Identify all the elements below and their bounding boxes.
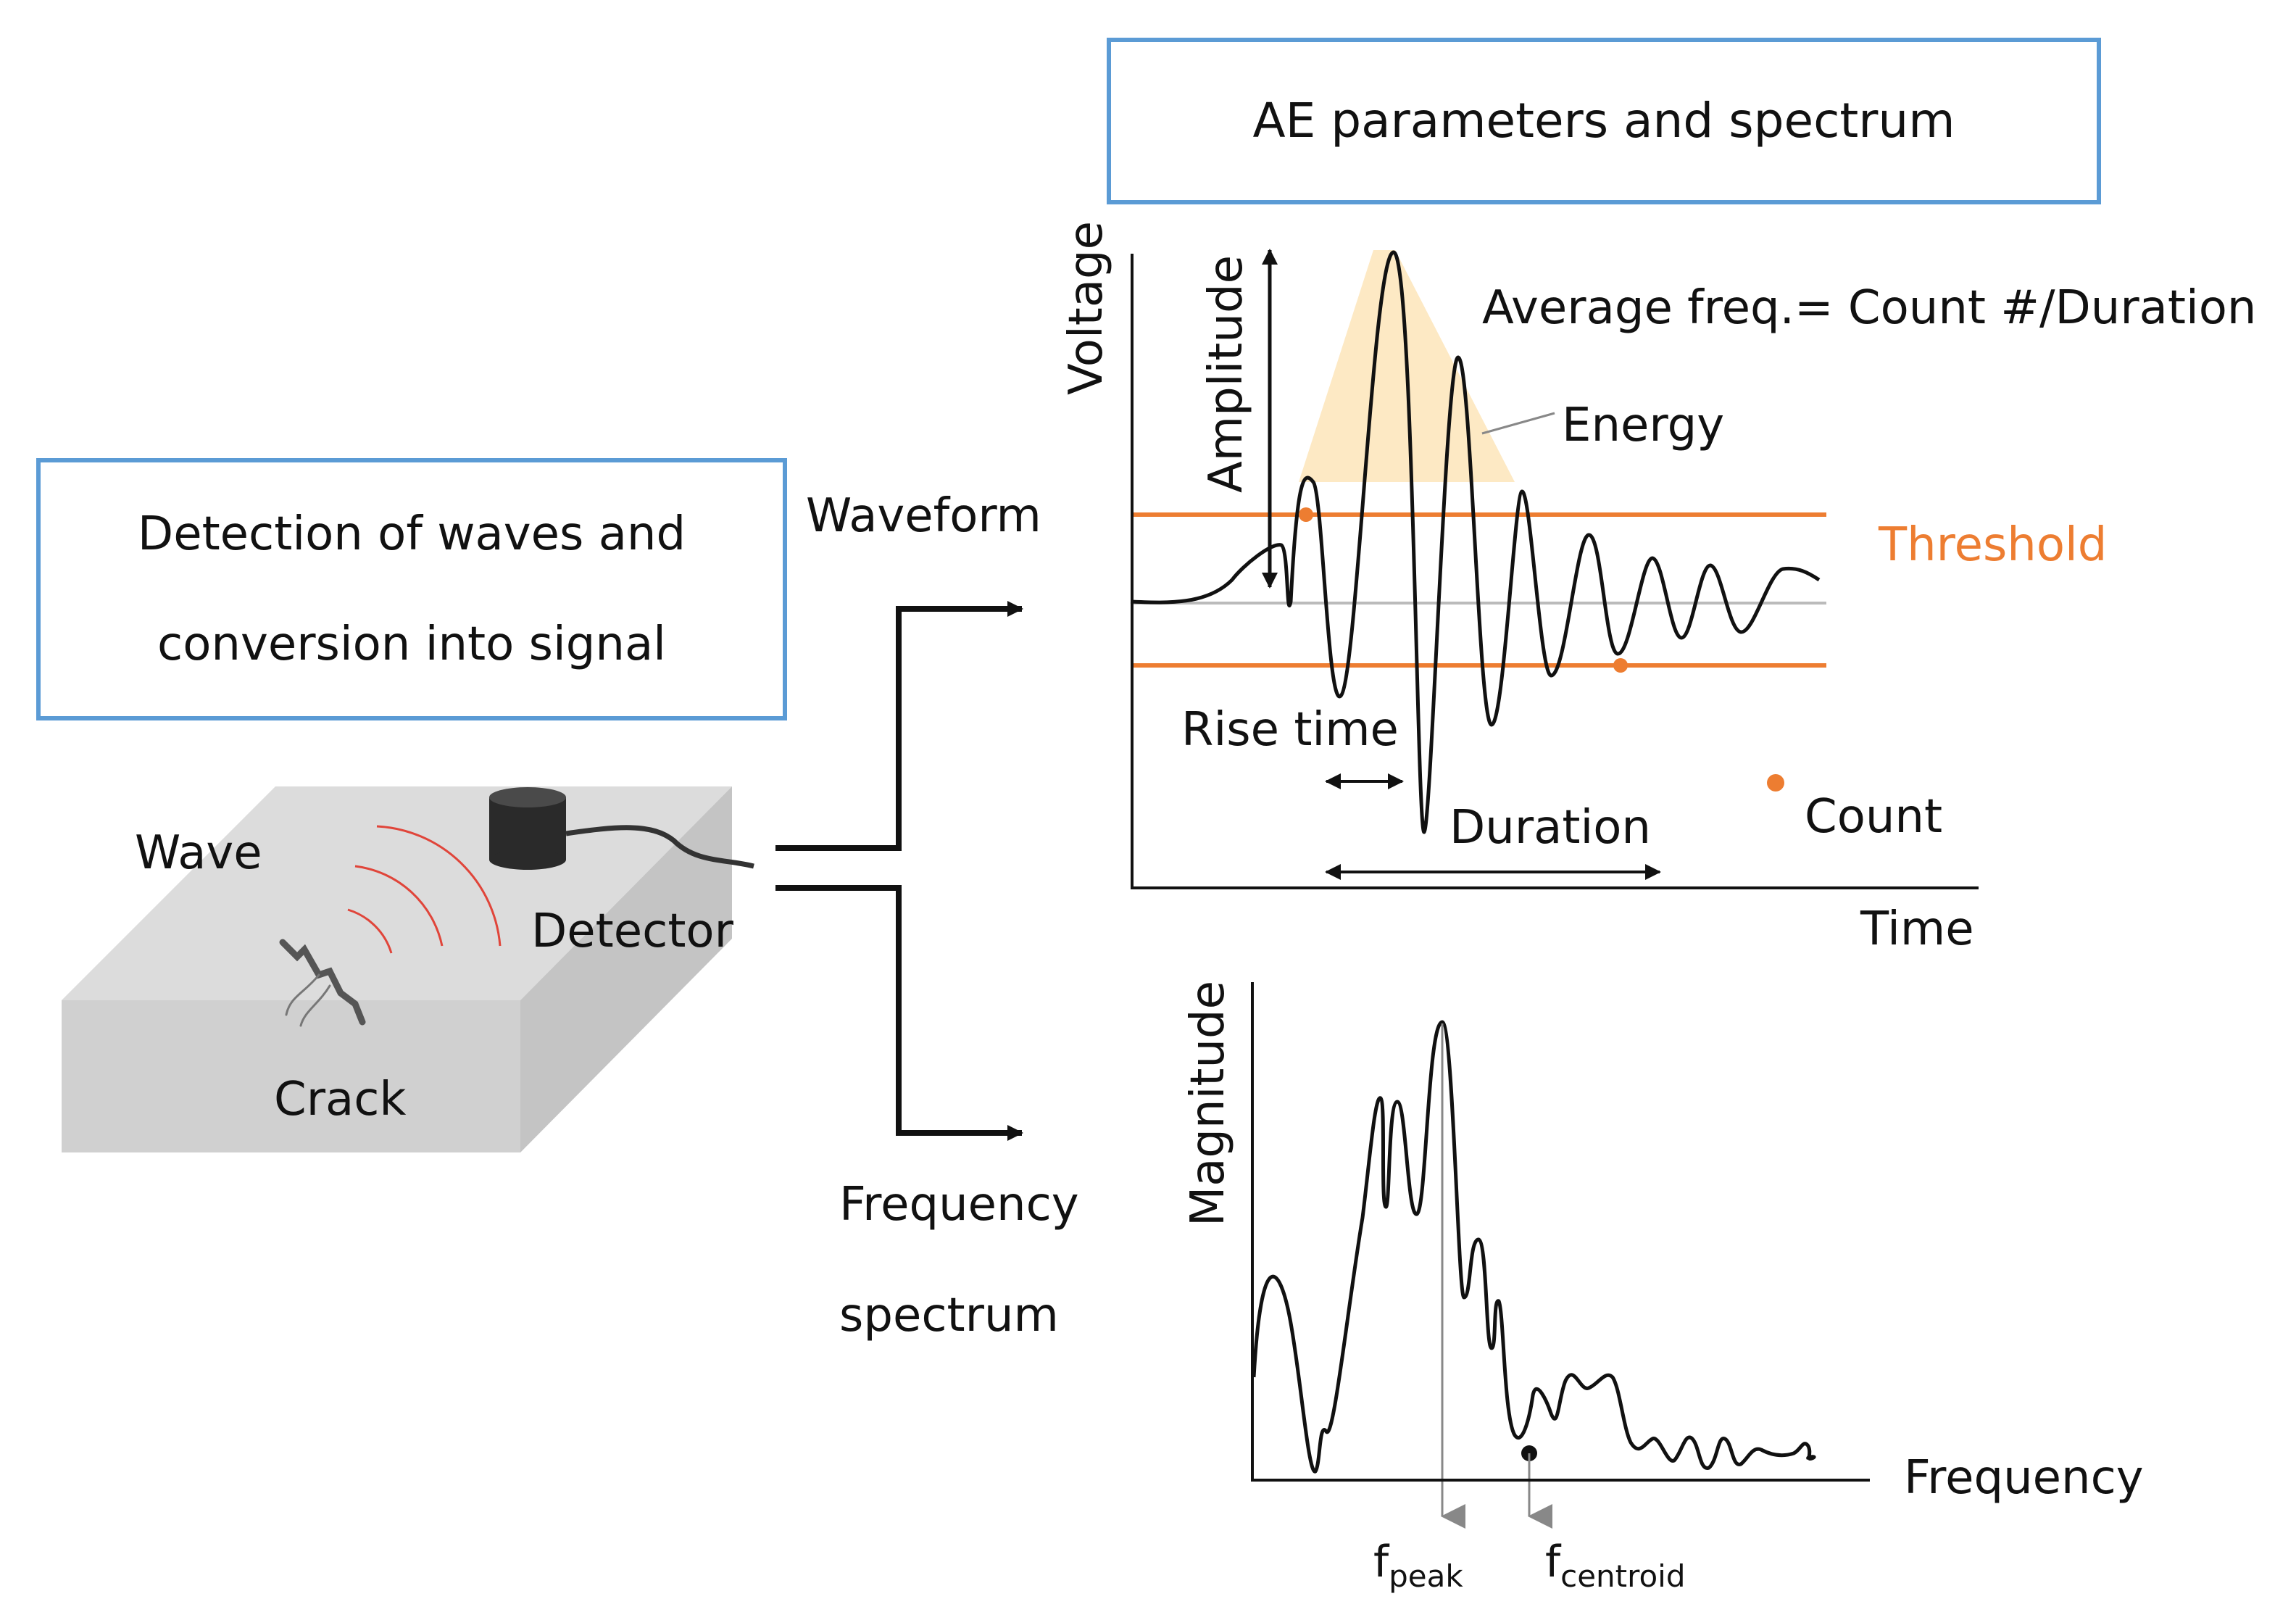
detector-sensor — [489, 787, 754, 870]
amplitude-label: Amplitude — [1199, 255, 1253, 493]
voltage-axis-label: Voltage — [1060, 220, 1113, 395]
ae-parameters-title: AE parameters and spectrum — [1252, 93, 1955, 149]
fpeak-main: f — [1373, 1537, 1389, 1587]
rise-time-label: Rise time — [1181, 703, 1399, 757]
waveform-axes — [1131, 254, 1979, 889]
last-crossing-dot — [1613, 658, 1628, 673]
detector-label: Detector — [531, 905, 733, 958]
fcentroid-main: f — [1545, 1537, 1561, 1587]
detection-box-line1: Detection of waves and — [137, 507, 686, 561]
wave-arcs — [347, 825, 502, 954]
fpeak-label: fpeak — [1373, 1540, 1463, 1592]
count-legend-dot — [1767, 774, 1784, 792]
crack-shape — [279, 939, 366, 1027]
count-label: Count — [1805, 790, 1943, 844]
branch-arrows — [775, 601, 1023, 1141]
energy-label: Energy — [1562, 399, 1725, 452]
detection-box: Detection of waves and conversion into s… — [36, 458, 787, 720]
frequency-spectrum-label-line1: Frequency — [839, 1178, 1079, 1231]
spectrum-curve — [1252, 1020, 1816, 1474]
crack-label: Crack — [274, 1073, 407, 1126]
spectrum-axes — [1251, 982, 1870, 1482]
waveform-signal — [1130, 250, 1821, 834]
energy-pointer — [1481, 412, 1555, 435]
magnitude-axis-label: Magnitude — [1181, 980, 1235, 1226]
time-axis-label: Time — [1860, 902, 1974, 956]
fpeak-sub: peak — [1389, 1558, 1463, 1594]
fcentroid-label: fcentroid — [1545, 1540, 1686, 1592]
ae-parameters-box: AE parameters and spectrum — [1107, 38, 2101, 204]
threshold-label: Threshold — [1879, 518, 2108, 572]
frequency-axis-label: Frequency — [1904, 1451, 2144, 1505]
threshold-crossing-dot — [1299, 507, 1313, 522]
average-frequency-label: Average freq.= Count #/Duration — [1482, 281, 2257, 335]
waveform-label: Waveform — [806, 489, 1041, 543]
detection-box-line2: conversion into signal — [157, 618, 666, 671]
frequency-spectrum-label-line2: spectrum — [839, 1289, 1059, 1342]
spectrum-plot — [1251, 982, 1870, 1529]
fcentroid-sub: centroid — [1560, 1558, 1686, 1594]
wave-label: Wave — [135, 826, 262, 880]
duration-label: Duration — [1449, 801, 1651, 855]
waveform-plot — [1130, 249, 1979, 889]
